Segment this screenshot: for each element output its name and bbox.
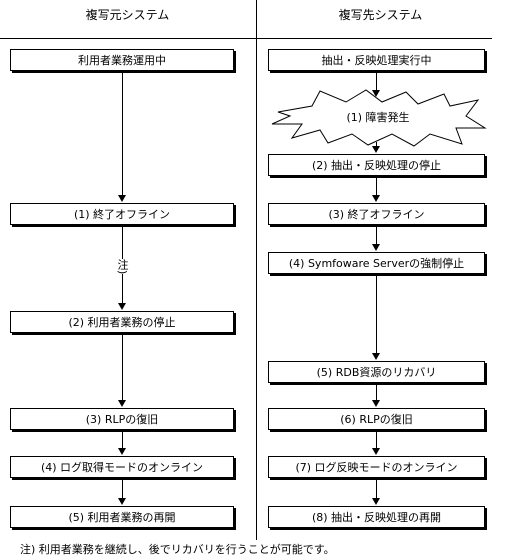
left-arrowhead-2 bbox=[118, 303, 126, 310]
left-connector-3 bbox=[122, 333, 123, 401]
left-step-offline: (1) 終了オフライン bbox=[10, 203, 234, 225]
left-arrowhead-3 bbox=[118, 400, 126, 407]
column-divider bbox=[256, 0, 257, 540]
left-connector-4 bbox=[122, 430, 123, 449]
right-connector-4 bbox=[376, 225, 377, 245]
left-connector-5 bbox=[122, 478, 123, 499]
right-connector-1 bbox=[376, 71, 377, 91]
left-step-operating: 利用者業務運用中 bbox=[10, 49, 234, 71]
right-connector-8 bbox=[376, 478, 377, 499]
right-step-resume-extract: (8) 抽出・反映処理の再開 bbox=[268, 506, 485, 528]
left-step-rlp-recovery: (3) RLPの復旧 bbox=[10, 408, 234, 430]
right-arrowhead-7 bbox=[372, 448, 380, 455]
failure-burst-shape bbox=[271, 89, 487, 147]
right-arrowhead-3 bbox=[372, 195, 380, 202]
right-step-rlp-recovery: (6) RLPの復旧 bbox=[268, 408, 485, 430]
right-arrowhead-4 bbox=[372, 244, 380, 251]
right-arrowhead-1 bbox=[372, 90, 380, 97]
header-target-system: 複写先システム bbox=[338, 8, 423, 22]
left-note-marker: 注) bbox=[114, 259, 130, 275]
right-arrowhead-6 bbox=[372, 400, 380, 407]
left-step-log-online: (4) ログ取得モードのオンライン bbox=[10, 456, 234, 478]
right-connector-5 bbox=[376, 274, 377, 354]
right-step-stop-extract: (2) 抽出・反映処理の停止 bbox=[268, 154, 485, 176]
right-step-log-apply-online: (7) ログ反映モードのオンライン bbox=[268, 456, 485, 478]
right-connector-2 bbox=[376, 142, 377, 147]
left-step-stop-business: (2) 利用者業務の停止 bbox=[10, 311, 234, 333]
right-connector-6 bbox=[376, 383, 377, 401]
right-connector-7 bbox=[376, 430, 377, 449]
right-arrowhead-5 bbox=[372, 353, 380, 360]
right-step-rdb-recovery: (5) RDB資源のリカバリ bbox=[268, 361, 485, 383]
left-connector-1 bbox=[122, 71, 123, 196]
footnote: 注) 利用者業務を継続し、後でリカバリを行うことが可能です。 bbox=[20, 543, 335, 556]
left-arrowhead-1 bbox=[118, 195, 126, 202]
header-rule-right bbox=[256, 38, 492, 39]
right-step-offline: (3) 終了オフライン bbox=[268, 203, 485, 225]
left-step-resume-business: (5) 利用者業務の再開 bbox=[10, 506, 234, 528]
right-arrowhead-8 bbox=[372, 498, 380, 505]
right-step-extract-running: 抽出・反映処理実行中 bbox=[268, 49, 485, 71]
header-source-system: 複写元システム bbox=[85, 8, 170, 22]
left-arrowhead-4 bbox=[118, 448, 126, 455]
right-step-failure: (1) 障害発生 bbox=[346, 111, 410, 124]
right-arrowhead-2 bbox=[372, 146, 380, 153]
right-connector-3 bbox=[376, 176, 377, 196]
right-step-force-stop: (4) Symfoware Serverの強制停止 bbox=[268, 252, 485, 274]
header-rule-left bbox=[0, 38, 256, 39]
left-arrowhead-5 bbox=[118, 498, 126, 505]
